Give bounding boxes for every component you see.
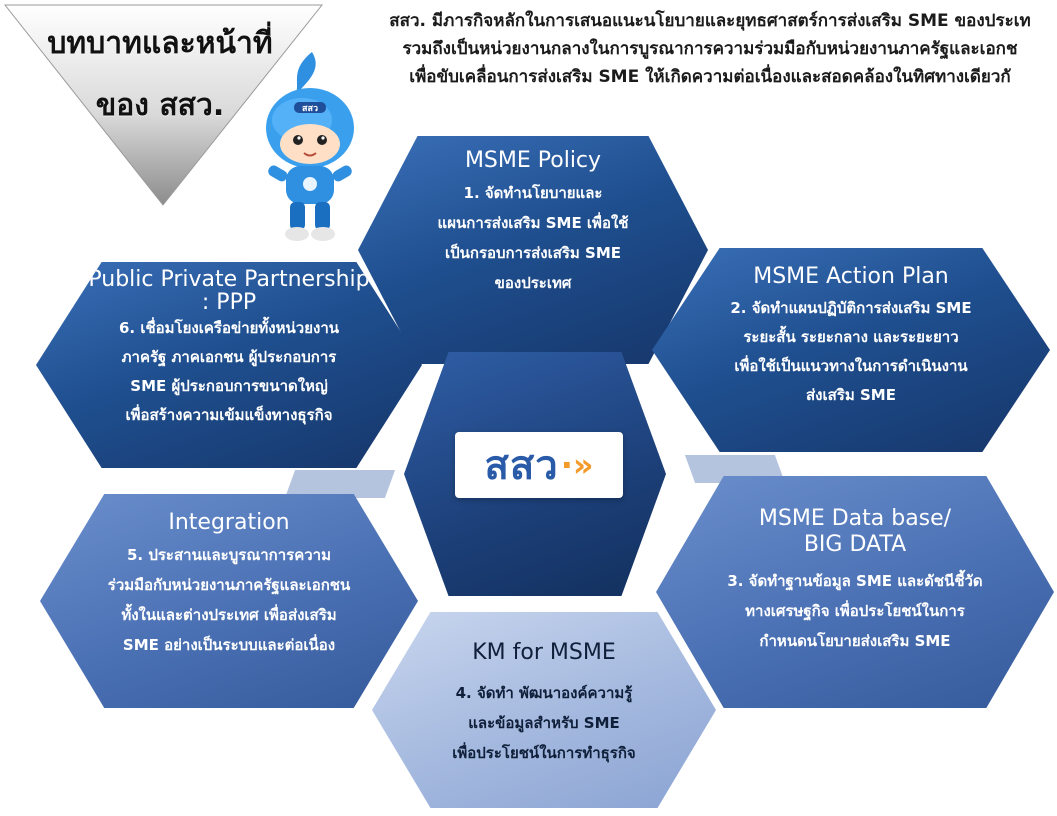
logo-arrows-icon: ·» [560, 446, 594, 484]
hex-ppp-line-1: 6. เชื่อมโยงเครือข่ายทั้งหน่วยงาน [119, 319, 339, 337]
hex-integration-line-3: ทั้งในและต่างประเทศ เพื่อส่งเสริม [121, 606, 337, 624]
intro-line-3: เพื่อขับเคลื่อนการส่งเสริม SME ให้เกิดคว… [409, 67, 1011, 87]
hex-km-title: KM for MSME [472, 640, 616, 665]
hex-data-title-1: MSME Data base/ [758, 506, 952, 531]
connector-left [284, 470, 396, 498]
hex-data-body: 3. จัดทำฐานข้อมูล SME และดัชนีชี้วัด ทาง… [727, 566, 982, 656]
hex-integration-title: Integration [168, 510, 290, 535]
title-line-1: บทบาทและหน้าที่ [47, 26, 273, 61]
hex-action-line-2: ระยะสั้น ระยะกลาง และระยะยาว [743, 328, 959, 346]
hex-km-line-1: 4. จัดทำ พัฒนาองค์ความรู้ [455, 684, 633, 702]
hex-policy-line-2: แผนการส่งเสริม SME เพื่อใช้ [437, 214, 629, 232]
hex-ppp-line-4: เพื่อสร้างความเข้มแข็งทางธุรกิจ [125, 406, 333, 424]
hex-km-line-2: และข้อมูลสำหรับ SME [468, 714, 620, 732]
hex-ppp-line-3: SME ผู้ประกอบการขนาดใหญ่ [130, 377, 328, 395]
logo-text: สสว [484, 443, 559, 489]
hex-km-body: 4. จัดทำ พัฒนาองค์ความรู้ และข้อมูลสำหรั… [452, 678, 635, 768]
hex-msme-action-plan: MSME Action Plan 2. จัดทำแผนปฏิบัติการส่… [652, 248, 1050, 452]
hex-policy-line-4: ของประเทศ [494, 274, 572, 292]
osmep-logo: สสว ·» [455, 432, 623, 498]
hex-action-body: 2. จัดทำแผนปฏิบัติการส่งเสริม SME ระยะสั… [730, 294, 971, 410]
hex-integration-line-2: ร่วมมือกับหน่วยงานภาครัฐและเอกชน [107, 576, 351, 594]
hex-msme-database: MSME Data base/ BIG DATA 3. จัดทำฐานข้อม… [656, 476, 1054, 708]
hex-action-title: MSME Action Plan [753, 264, 949, 289]
hex-integration: Integration 5. ประสานและบูรณาการความ ร่ว… [40, 494, 418, 708]
mascot-badge-text: สสว [302, 104, 318, 114]
hex-integration-line-1: 5. ประสานและบูรณาการความ [127, 546, 331, 564]
hex-action-line-3: เพื่อใช้เป็นแนวทางในการดำเนินงาน [734, 357, 968, 375]
title-triangle [3, 4, 324, 206]
mascot-illustration: สสว [266, 52, 354, 241]
title-line-2: ของ สสว. [95, 88, 225, 123]
hex-ppp-body: 6. เชื่อมโยงเครือข่ายทั้งหน่วยงาน ภาครัฐ… [119, 314, 339, 430]
hex-policy-line-1: 1. จัดทำนโยบายและ [463, 184, 603, 202]
hex-integration-line-4: SME อย่างเป็นระบบและต่อเนื่อง [122, 636, 336, 654]
hex-ppp-line-2: ภาครัฐ ภาคเอกชน ผู้ประกอบการ [121, 348, 337, 366]
hex-ppp-title-1: Public Private Partnership [88, 267, 370, 292]
intro-text: สสว. มีภารกิจหลักในการเสนอแนะนโยบายและยุ… [330, 8, 1057, 92]
hex-action-line-1: 2. จัดทำแผนปฏิบัติการส่งเสริม SME [730, 299, 972, 317]
hex-km-for-msme: KM for MSME 4. จัดทำ พัฒนาองค์ความรู้ แล… [372, 612, 716, 808]
hex-policy-line-3: เป็นกรอบการส่งเสริม SME [444, 244, 622, 262]
hex-data-title-2: BIG DATA [803, 532, 907, 557]
hex-policy-title: MSME Policy [464, 148, 602, 173]
hex-action-line-4: ส่งเสริม SME [806, 386, 896, 404]
hex-km-line-3: เพื่อประโยชน์ในการทำธุรกิจ [452, 744, 636, 762]
hex-data-line-3: กำหนดนโยบายส่งเสริม SME [759, 632, 951, 650]
hex-integration-body: 5. ประสานและบูรณาการความ ร่วมมือกับหน่วย… [108, 540, 350, 660]
hex-ppp-title-2: : PPP [201, 290, 257, 315]
hex-msme-policy: MSME Policy 1. จัดทำนโยบายและ แผนการส่งเ… [358, 136, 708, 364]
intro-line-2: รวมถึงเป็นหน่วยงานกลางในการบูรณาการความร… [402, 39, 1018, 59]
hex-data-line-2: ทางเศรษฐกิจ เพื่อประโยชน์ในการ [745, 602, 965, 620]
hex-data-line-1: 3. จัดทำฐานข้อมูล SME และดัชนีชี้วัด [727, 572, 983, 590]
intro-line-1: สสว. มีภารกิจหลักในการเสนอแนะนโยบายและยุ… [389, 11, 1031, 31]
hex-ppp: Public Private Partnership : PPP 6. เชื่… [36, 262, 422, 468]
hex-policy-body: 1. จัดทำนโยบายและ แผนการส่งเสริม SME เพื… [438, 178, 629, 298]
